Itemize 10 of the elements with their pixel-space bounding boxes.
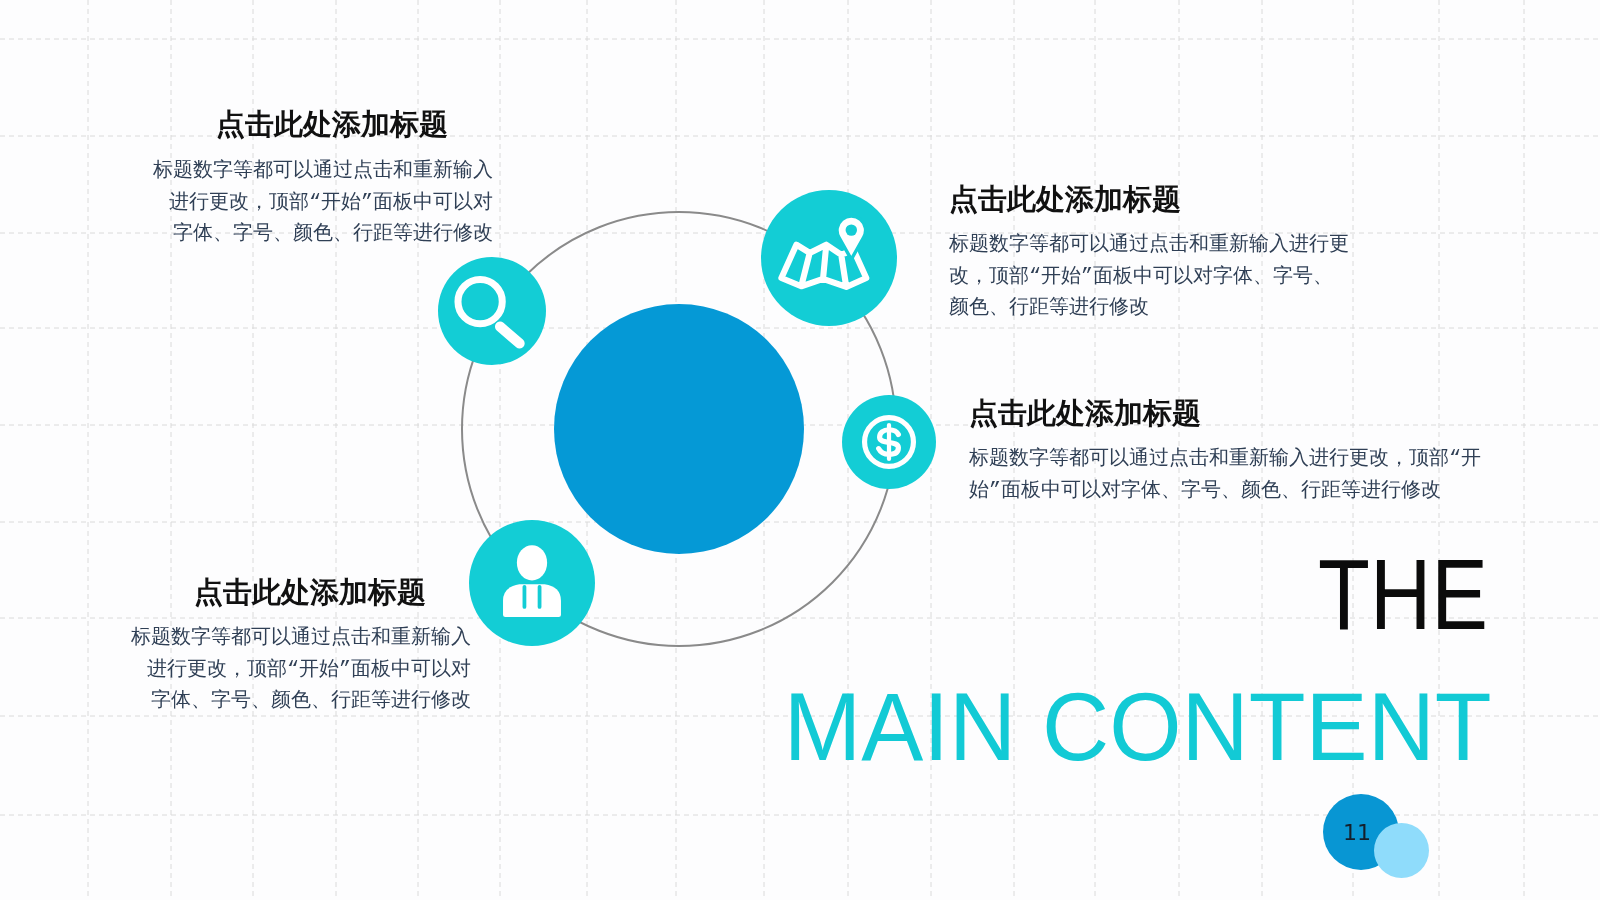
- body-text: 标题数字等都可以通过点击和重新输入进行更改，顶部“开始”面板中可以对字体、字号、颜色、行距等进行修改: [152, 158, 493, 247]
- title-text: THE: [1318, 544, 1488, 644]
- body-text: 标题数字等都可以通过点击和重新输入进行更改，顶部“开始”面板中可以对字体、字号、颜色、行距等进行修改: [130, 625, 471, 714]
- body-text: 标题数字等都可以通过点击和重新输入进行更改，顶部“开始”面板中可以对字体、字号、颜色、行距等进行修改: [949, 232, 1350, 321]
- heading: 点击此处添加标题: [194, 574, 426, 610]
- heading: 点击此处添加标题: [949, 181, 1181, 217]
- body-text: 标题数字等都可以通过点击和重新输入进行更改，顶部“开始”面板中可以对字体、字号、颜色、行距等进行修改: [969, 446, 1482, 504]
- heading: 点击此处添加标题: [216, 106, 448, 142]
- heading: 点击此处添加标题: [969, 395, 1201, 431]
- title-text: MAIN CONTENT: [784, 679, 1492, 775]
